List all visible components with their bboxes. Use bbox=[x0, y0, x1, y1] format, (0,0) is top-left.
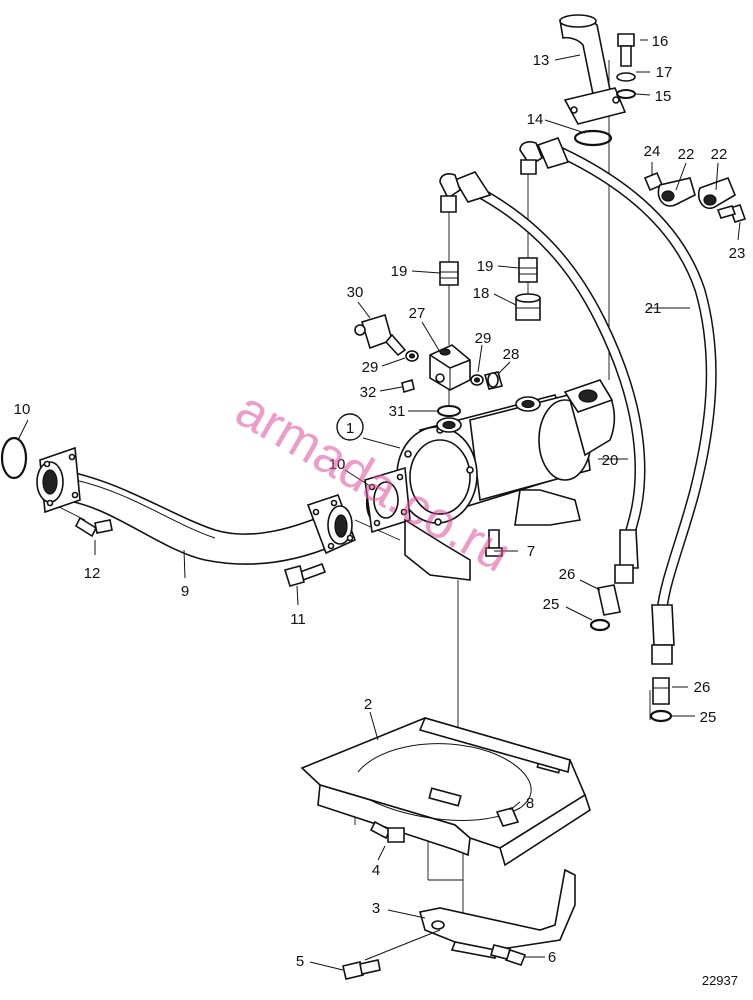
callout-21: 21 bbox=[645, 300, 662, 317]
callout-11: 11 bbox=[290, 611, 306, 628]
sensor-30 bbox=[354, 313, 407, 357]
drawing-number: 22937 bbox=[702, 973, 738, 988]
bracket-2 bbox=[300, 717, 591, 867]
callout-29-left: 29 bbox=[362, 359, 379, 376]
nipple-19-left bbox=[439, 261, 459, 286]
callout-29-right: 29 bbox=[475, 330, 492, 347]
bolt-4 bbox=[369, 820, 405, 843]
callout-25-right: 25 bbox=[700, 709, 717, 726]
washer-31 bbox=[437, 405, 461, 417]
callout-24: 24 bbox=[644, 143, 661, 160]
callout-32: 32 bbox=[360, 384, 377, 401]
pipe-flange-left bbox=[36, 446, 81, 514]
callout-3: 3 bbox=[372, 900, 380, 917]
callout-1: 1 bbox=[346, 420, 354, 437]
adapter-18 bbox=[515, 293, 541, 321]
clip-22-left bbox=[657, 177, 696, 207]
pipe-flange-right bbox=[306, 493, 357, 555]
callout-labels: 1 2 3 4 5 6 7 8 9 10 10 11 12 13 14 15 1… bbox=[14, 33, 746, 970]
callout-14: 14 bbox=[527, 111, 544, 128]
exhaust-pipe bbox=[36, 446, 357, 565]
callout-13: 13 bbox=[533, 52, 550, 69]
screw-32 bbox=[401, 378, 415, 394]
o-ring-gasket-left bbox=[0, 436, 28, 480]
heat-exchanger bbox=[364, 379, 616, 581]
bracket-3 bbox=[418, 868, 576, 959]
adapter-26-left bbox=[597, 584, 621, 616]
washer-29-left bbox=[405, 350, 419, 362]
callout-28: 28 bbox=[503, 346, 520, 363]
callout-23: 23 bbox=[729, 245, 746, 262]
callout-10-left: 10 bbox=[14, 401, 31, 418]
bolt-7 bbox=[485, 529, 503, 557]
fitting-block-27 bbox=[429, 344, 471, 391]
callout-17: 17 bbox=[656, 64, 673, 81]
callout-5: 5 bbox=[296, 953, 304, 970]
leader-lines bbox=[17, 39, 741, 971]
washer-25-right bbox=[649, 709, 673, 723]
nipple-19-right bbox=[518, 257, 538, 283]
bolt-5 bbox=[342, 959, 381, 980]
gasket-14 bbox=[573, 129, 613, 147]
callout-19-right: 19 bbox=[477, 258, 494, 275]
callout-9: 9 bbox=[181, 583, 189, 600]
plug-28 bbox=[483, 371, 504, 390]
callout-10-middle: 10 bbox=[329, 456, 346, 473]
callout-27: 27 bbox=[409, 305, 426, 322]
callout-15: 15 bbox=[655, 88, 672, 105]
hose-21 bbox=[519, 136, 717, 665]
callout-2: 2 bbox=[364, 696, 372, 713]
callout-18: 18 bbox=[473, 285, 490, 302]
bolt-23 bbox=[716, 204, 747, 223]
callout-1-circle bbox=[336, 413, 364, 441]
callout-25-left: 25 bbox=[543, 596, 560, 613]
callout-30: 30 bbox=[347, 284, 364, 301]
bolt-6 bbox=[489, 944, 527, 966]
clip-22-right bbox=[698, 176, 737, 210]
callout-31: 31 bbox=[389, 403, 406, 420]
callout-22-left: 22 bbox=[678, 146, 695, 163]
bolt-12 bbox=[74, 516, 113, 538]
callout-26-right: 26 bbox=[694, 679, 711, 696]
callout-12: 12 bbox=[84, 565, 101, 582]
callout-26-left: 26 bbox=[559, 566, 576, 583]
washer-29-right bbox=[470, 374, 484, 386]
nut-8 bbox=[495, 807, 520, 827]
callout-20: 20 bbox=[602, 452, 619, 469]
callout-16: 16 bbox=[652, 33, 669, 50]
callout-6: 6 bbox=[548, 949, 556, 966]
callout-19-left: 19 bbox=[391, 263, 408, 280]
callout-8: 8 bbox=[526, 795, 534, 812]
adapter-26-right bbox=[652, 677, 670, 705]
washer-15 bbox=[616, 89, 636, 99]
bolt-11 bbox=[283, 562, 327, 587]
callout-4: 4 bbox=[372, 862, 380, 879]
washer-17 bbox=[616, 72, 636, 82]
washer-25-left bbox=[589, 618, 611, 632]
callout-7: 7 bbox=[527, 543, 535, 560]
callout-22-right: 22 bbox=[711, 146, 728, 163]
hose-20 bbox=[439, 171, 646, 584]
bolt-16 bbox=[617, 33, 635, 67]
outlet-pipe-13 bbox=[559, 14, 627, 125]
